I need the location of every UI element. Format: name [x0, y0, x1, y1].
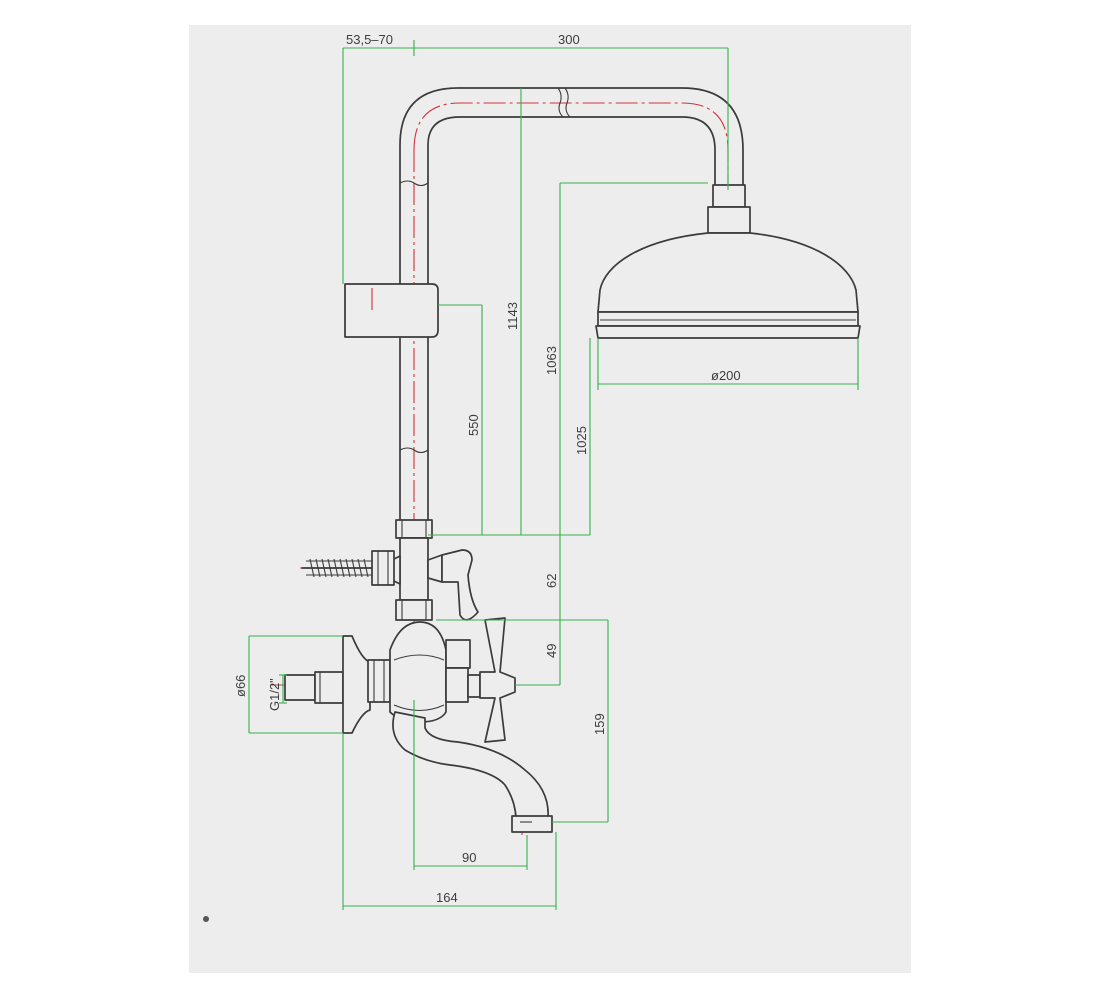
wall-flange [284, 635, 371, 734]
dim-inlet-thread: G1/2" [267, 678, 282, 711]
dim-height-head-top: 1063 [544, 346, 559, 375]
dim-height-head-bottom: 1025 [574, 426, 589, 455]
slide-bracket [344, 283, 439, 338]
dim-slider-height: 550 [466, 414, 481, 436]
drawing-sheet: 53,5–70 300 1143 1063 1025 550 62 49 159… [189, 25, 911, 973]
dim-valve-offset: 49 [544, 644, 559, 658]
technical-drawing: 53,5–70 300 1143 1063 1025 550 62 49 159… [203, 32, 861, 922]
diverter-body [371, 519, 479, 621]
dim-height-rail-top: 1143 [505, 302, 520, 330]
dim-diverter-offset: 62 [544, 574, 559, 588]
bullet-marker [203, 916, 209, 922]
dim-spout-drop: 159 [592, 713, 607, 735]
bath-spout [392, 711, 553, 833]
dimension-labels: 53,5–70 300 1143 1063 1025 550 62 49 159… [233, 32, 741, 905]
mixer-body [367, 617, 516, 743]
dim-flange-diameter: ø66 [233, 675, 248, 697]
shower-rose [595, 184, 861, 339]
dim-rose-diameter: ø200 [711, 368, 741, 383]
dim-wall-offset: 53,5–70 [346, 32, 393, 47]
dim-overall-depth: 164 [436, 890, 458, 905]
dimension-lines [248, 40, 859, 910]
shower-hose [301, 558, 373, 578]
riser-pipe [399, 87, 744, 521]
dim-spout-reach: 90 [462, 850, 476, 865]
dim-arm-reach: 300 [558, 32, 580, 47]
